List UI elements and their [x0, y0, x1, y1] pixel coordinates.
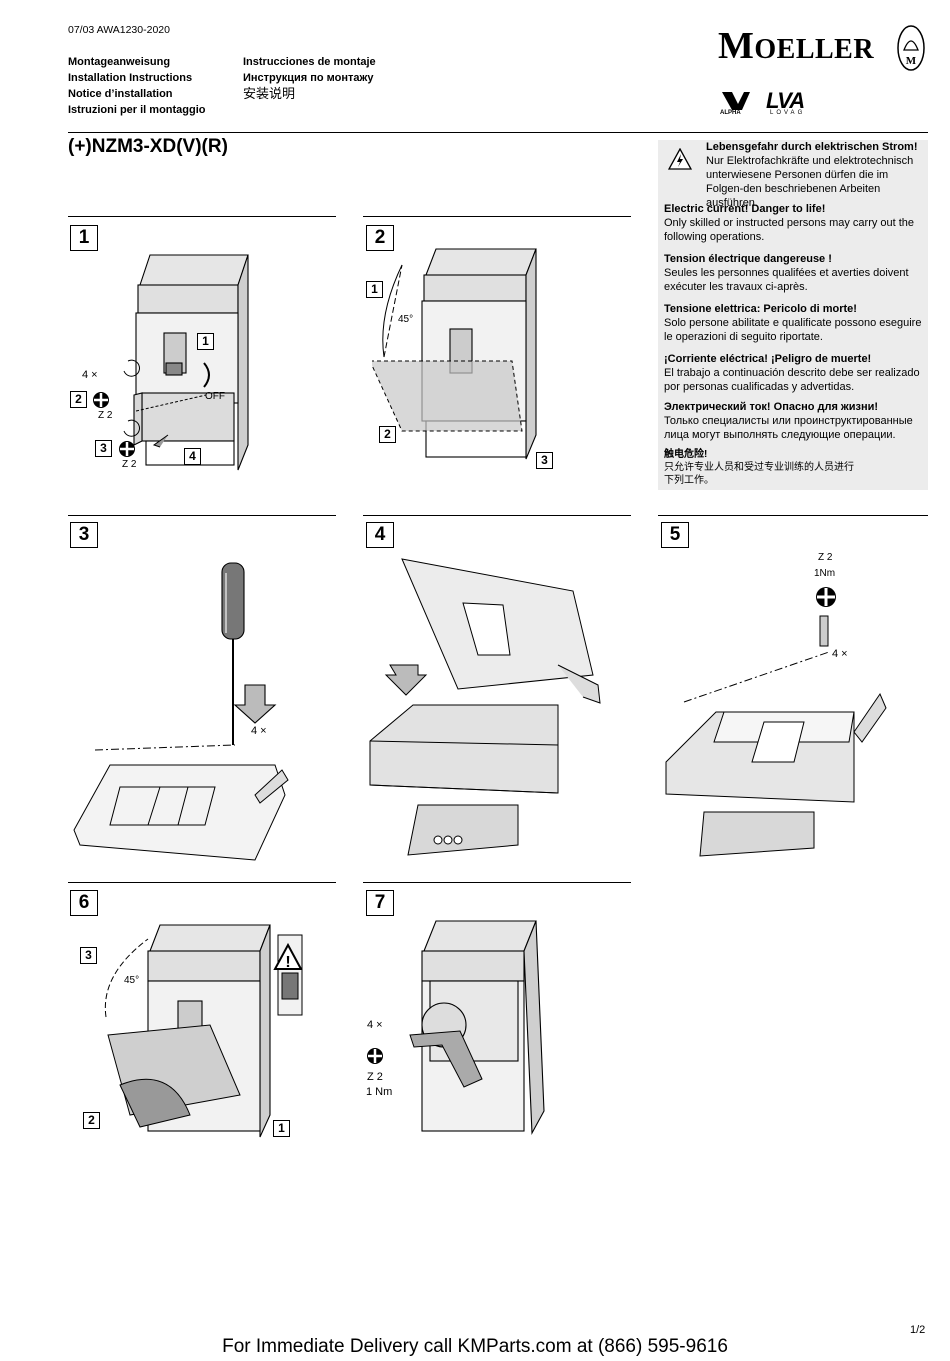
title-en: Installation Instructions [68, 72, 193, 84]
safety-warning-box: Lebensgefahr durch elektrischen Strom! N… [658, 140, 928, 490]
warning-fr-head: Tension électrique dangereuse ! [664, 253, 832, 265]
warning-zh-body-1: 只允许专业人员和受过专业训练的人员进行 [664, 462, 854, 473]
step-number-4: 4 [366, 522, 394, 548]
step-2-rule [363, 216, 631, 217]
warning-zh-head: 触电危险! [664, 449, 708, 460]
pozidriv-icon [367, 1048, 383, 1064]
title-fr: Notice d’installation [68, 88, 173, 100]
svg-text:M: M [906, 55, 917, 67]
warning-es-body: El trabajo a continuación descrito debe … [664, 367, 920, 393]
page-number: 1/2 [910, 1324, 926, 1336]
step-2-badge-1: 1 [366, 281, 383, 298]
titles-left: Montageanweisung Installation Instructio… [68, 54, 206, 118]
step-5-illustration [665, 615, 887, 857]
step-1-illustration [123, 254, 249, 471]
title-de: Montageanweisung [68, 56, 171, 68]
step-5-tool: Z 2 [818, 552, 833, 563]
step-number-5: 5 [661, 522, 689, 548]
warning-zh-body-2: 下列工作。 [664, 475, 714, 486]
step-7-torque: 1 Nm [366, 1086, 393, 1098]
warning-ru-body: Только специалисты или проинструктирован… [664, 415, 913, 441]
step-1-rule [68, 216, 336, 217]
step-7-rule [363, 882, 631, 883]
title-es: Instrucciones de montaje [243, 56, 376, 68]
titles-right: Instrucciones de montaje Инструкция по м… [243, 54, 376, 102]
step-6-angle: 45° [124, 975, 140, 986]
step-1-badge-1: 1 [197, 333, 214, 350]
step-1-tool-a: Z 2 [98, 410, 113, 421]
step-2-angle: 45° [398, 314, 414, 325]
moeller-bell-icon: M [897, 25, 925, 71]
step-3-illustration [73, 562, 289, 861]
step-3-count: 4 × [251, 725, 267, 737]
step-4-rule [363, 515, 631, 516]
warning-triangle-icon: ! [273, 943, 303, 971]
step-1-badge-4: 4 [184, 448, 201, 465]
warning-ru-head: Электрический ток! Опасно для жизни! [664, 401, 879, 413]
document-code: 07/03 AWA1230-2020 [68, 24, 170, 36]
footer-contact: For Immediate Delivery call KMParts.com … [222, 1336, 728, 1357]
step-number-6: 6 [70, 890, 98, 916]
step-6-illustration [104, 924, 303, 1138]
step-number-7: 7 [366, 890, 394, 916]
step-2-badge-2: 2 [379, 426, 396, 443]
step-number-2: 2 [366, 225, 394, 251]
step-4-illustration [369, 558, 601, 856]
step-number-1: 1 [70, 225, 98, 251]
step-5-torque: 1Nm [814, 568, 836, 579]
title-ru: Инструкция по монтажу [243, 72, 374, 84]
step-3-rule [68, 515, 336, 516]
warning-de-body: Nur Elektrofachkräfte und elektrotechnis… [706, 155, 914, 209]
step-1-tool-b: Z 2 [122, 459, 137, 470]
lovag-label: LOVAG [770, 110, 806, 116]
warning-en-head: Electric current! Danger to life! [664, 203, 826, 215]
step-2-badge-3: 3 [536, 452, 553, 469]
step-5-rule [658, 515, 928, 516]
lovag-cert-icon: LVA [766, 88, 805, 113]
alpha-cert-icon [722, 92, 750, 110]
step-6-badge-3: 3 [80, 947, 97, 964]
alpha-label: ALPHA [720, 110, 741, 116]
pozidriv-icon [119, 441, 135, 457]
step-7-tool: Z 2 [367, 1071, 383, 1083]
step-1-count: 4 × [82, 369, 98, 381]
step-6-badge-2: 2 [83, 1112, 100, 1129]
step-6-rule [68, 882, 336, 883]
step-7-illustration [409, 920, 545, 1135]
step-7-count: 4 × [367, 1019, 383, 1031]
step-6-badge-1: 1 [273, 1120, 290, 1137]
product-title: (+)NZM3-XD(V)(R) [68, 136, 228, 157]
step-5-count: 4 × [832, 648, 848, 660]
warning-it-head: Tensione elettrica: Pericolo di morte! [664, 303, 857, 315]
step-1-badge-3: 3 [95, 440, 112, 457]
warning-en-body: Only skilled or instructed persons may c… [664, 217, 915, 243]
title-it: Istruzioni per il montaggio [68, 104, 206, 116]
title-zh: 安装说明 [243, 86, 296, 101]
pozidriv-icon [93, 392, 109, 408]
step-2-illustration [372, 248, 537, 460]
moeller-logo: MOELLER [718, 25, 875, 67]
warning-it-body: Solo persone abilitate e qualificate pos… [664, 317, 922, 343]
warning-es-head: ¡Corriente eléctrica! ¡Peligro de muerte… [664, 353, 872, 365]
step-1-off-label: OFF [205, 391, 225, 402]
svg-text:!: ! [285, 954, 290, 971]
header-rule [68, 132, 928, 133]
step-number-3: 3 [70, 522, 98, 548]
warning-fr-body: Seules les personnes qualifées et averti… [664, 267, 909, 293]
step-1-badge-2: 2 [70, 391, 87, 408]
electric-warning-icon [668, 148, 692, 170]
warning-de-head: Lebensgefahr durch elektrischen Strom! [706, 141, 918, 153]
pozidriv-icon [816, 587, 836, 607]
